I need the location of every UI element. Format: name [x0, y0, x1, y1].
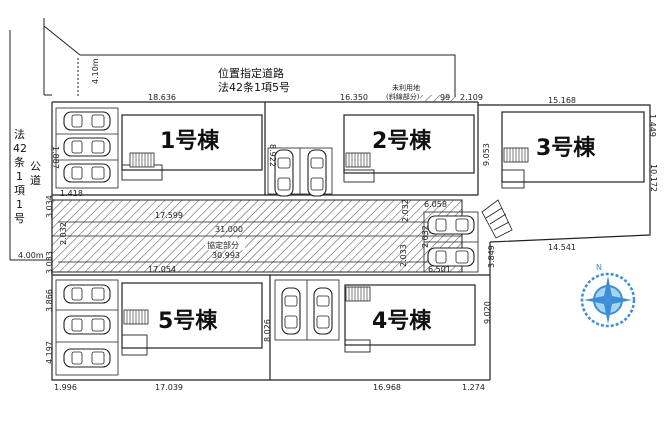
svg-text:1.887: 1.887 — [51, 146, 60, 169]
svg-text:3.849: 3.849 — [487, 245, 496, 268]
svg-text:号: 号 — [14, 212, 25, 225]
svg-text:1.274: 1.274 — [462, 383, 485, 392]
unused-land-line1: 未利用地 — [392, 83, 420, 92]
building-3 — [501, 111, 645, 183]
svg-text:1.418: 1.418 — [60, 189, 83, 198]
shared-area-label: 協定部分 — [207, 240, 239, 250]
svg-text:道: 道 — [30, 173, 41, 187]
svg-text:1: 1 — [16, 170, 23, 183]
building-1-label: 1号棟 — [160, 128, 220, 154]
parking-mid-top — [267, 147, 333, 195]
svg-text:31.000: 31.000 — [215, 225, 243, 234]
stair-icon — [345, 152, 371, 168]
car-icon — [307, 149, 327, 197]
svg-text:N: N — [596, 263, 602, 272]
car-icon — [63, 315, 111, 335]
road-top-line1: 位置指定道路 — [218, 66, 284, 80]
svg-text:6.058: 6.058 — [424, 200, 447, 209]
svg-text:2.109: 2.109 — [460, 93, 483, 102]
svg-text:10.172: 10.172 — [649, 164, 658, 192]
svg-text:17.599: 17.599 — [155, 211, 183, 220]
building-2-label: 2号棟 — [372, 128, 432, 154]
svg-text:6.501: 6.501 — [428, 265, 451, 274]
car-icon — [427, 247, 475, 267]
svg-text:2.033: 2.033 — [399, 244, 408, 267]
svg-text:14.541: 14.541 — [548, 243, 576, 252]
svg-text:8.026: 8.026 — [263, 319, 272, 342]
building-3-label: 3号棟 — [536, 135, 596, 161]
car-icon — [63, 348, 111, 368]
road-left-label: 法 42 条 1 項 1 号 公 道 — [13, 127, 41, 225]
svg-text:15.168: 15.168 — [548, 96, 576, 105]
lot-lines — [51, 101, 651, 381]
road-outlines — [9, 18, 456, 261]
unused-land-line2: (斜線部分) — [386, 92, 420, 101]
svg-text:1: 1 — [16, 198, 23, 211]
svg-text:9.020: 9.020 — [483, 301, 492, 324]
compass-icon: N — [580, 263, 636, 328]
svg-text:法: 法 — [14, 127, 25, 141]
car-icon — [63, 284, 111, 304]
svg-text:項: 項 — [14, 184, 25, 197]
svg-text:99: 99 — [440, 93, 450, 102]
walkway-3 — [481, 199, 513, 239]
corridor-dimension-lines — [58, 221, 460, 263]
car-icon — [281, 287, 301, 335]
svg-text:2.032: 2.032 — [421, 225, 430, 248]
parking-mid-bottom — [274, 279, 340, 341]
car-icon — [63, 137, 111, 157]
unused-land-hatch — [420, 95, 456, 102]
svg-text:16.968: 16.968 — [373, 383, 401, 392]
svg-text:42: 42 — [13, 142, 27, 155]
svg-text:条: 条 — [14, 155, 25, 169]
building-5-label: 5号棟 — [158, 308, 218, 334]
svg-text:4.10m: 4.10m — [91, 58, 100, 84]
parking-left-bottom — [55, 279, 119, 376]
parking-right — [423, 211, 479, 273]
car-icon — [313, 287, 333, 335]
svg-text:16.350: 16.350 — [340, 93, 368, 102]
dimension-labels: 4.10m 4.00m 18.636 16.350 99 2.109 15.16… — [18, 58, 658, 392]
parking-left-top — [55, 107, 119, 189]
stair-icon — [345, 286, 371, 302]
shared-area-label-bg — [205, 238, 245, 250]
svg-text:4.197: 4.197 — [45, 341, 54, 364]
car-icon — [63, 111, 111, 131]
stair-icon — [503, 147, 529, 163]
svg-text:3.033: 3.033 — [45, 251, 54, 274]
svg-text:30.993: 30.993 — [212, 251, 240, 260]
svg-text:2.032: 2.032 — [59, 222, 68, 245]
road-top-line2: 法42条1項5号 — [218, 80, 290, 94]
svg-text:公: 公 — [30, 160, 41, 173]
svg-text:1.996: 1.996 — [54, 383, 77, 392]
car-icon — [427, 215, 475, 235]
svg-text:8.922: 8.922 — [268, 144, 277, 167]
svg-text:17.039: 17.039 — [155, 383, 183, 392]
svg-text:18.636: 18.636 — [148, 93, 176, 102]
car-icon — [63, 163, 111, 183]
svg-text:1.449: 1.449 — [648, 114, 657, 137]
svg-text:3.866: 3.866 — [45, 289, 54, 312]
svg-text:9.053: 9.053 — [482, 143, 491, 166]
stair-icon — [129, 152, 155, 168]
stair-icon — [123, 309, 149, 325]
building-4-label: 4号棟 — [372, 308, 432, 334]
svg-text:17.054: 17.054 — [148, 265, 176, 274]
svg-text:3.034: 3.034 — [45, 195, 54, 218]
svg-text:4.00m: 4.00m — [18, 251, 44, 260]
svg-text:2.032: 2.032 — [401, 199, 410, 222]
